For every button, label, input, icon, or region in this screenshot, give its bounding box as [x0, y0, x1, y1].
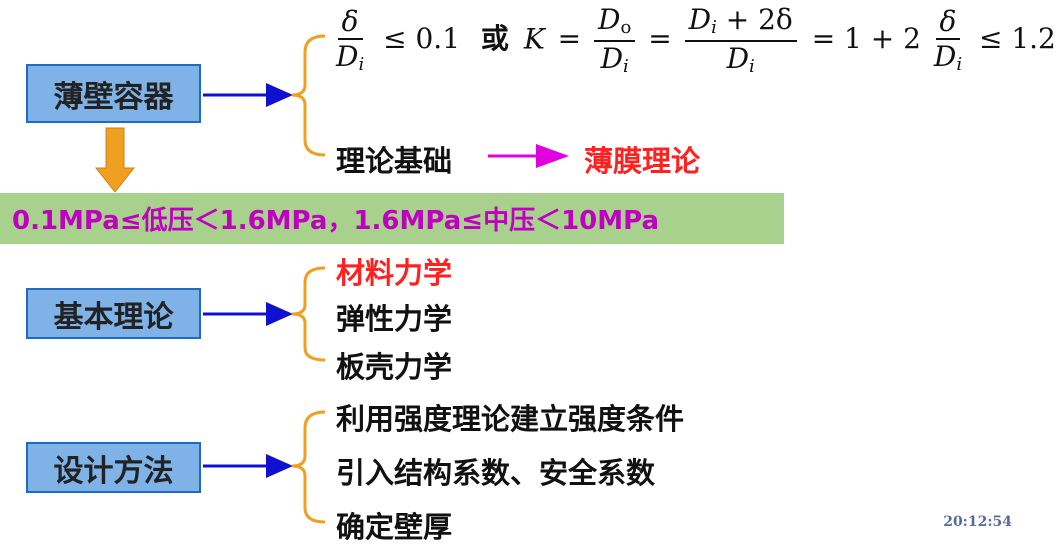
basic-theory-box: 基本理论	[26, 288, 201, 339]
theory-basis-value: 薄膜理论	[584, 144, 701, 178]
pressure-range-banner: 0.1MPa≤低压＜1.6MPa，1.6MPa≤中压＜10MPa	[0, 193, 784, 244]
bracket-basic-theory	[291, 266, 326, 362]
bracket-design-method	[291, 410, 326, 524]
basic-theory-item: 板壳力学	[336, 350, 453, 384]
basic-theory-label: 基本理论	[53, 299, 174, 335]
basic-theory-item: 材料力学	[336, 256, 453, 290]
design-method-box: 设计方法	[26, 442, 201, 493]
bracket-thin-wall	[291, 34, 326, 157]
timestamp: 20:12:54	[943, 514, 1012, 530]
thin-wall-vessel-box: 薄壁容器	[26, 64, 201, 123]
design-method-label: 设计方法	[53, 453, 174, 489]
design-method-item: 确定壁厚	[336, 510, 453, 544]
theory-basis-label: 理论基础	[336, 144, 453, 178]
pressure-range-text: 0.1MPa≤低压＜1.6MPa，1.6MPa≤中压＜10MPa	[12, 206, 660, 236]
design-method-item: 利用强度理论建立强度条件	[336, 402, 685, 436]
thin-wall-vessel-label: 薄壁容器	[53, 79, 174, 115]
down-arrow-icon	[94, 127, 136, 193]
diagram-connectors	[94, 34, 569, 524]
design-method-item: 引入结构系数、安全系数	[336, 456, 656, 490]
basic-theory-item: 弹性力学	[336, 302, 453, 336]
